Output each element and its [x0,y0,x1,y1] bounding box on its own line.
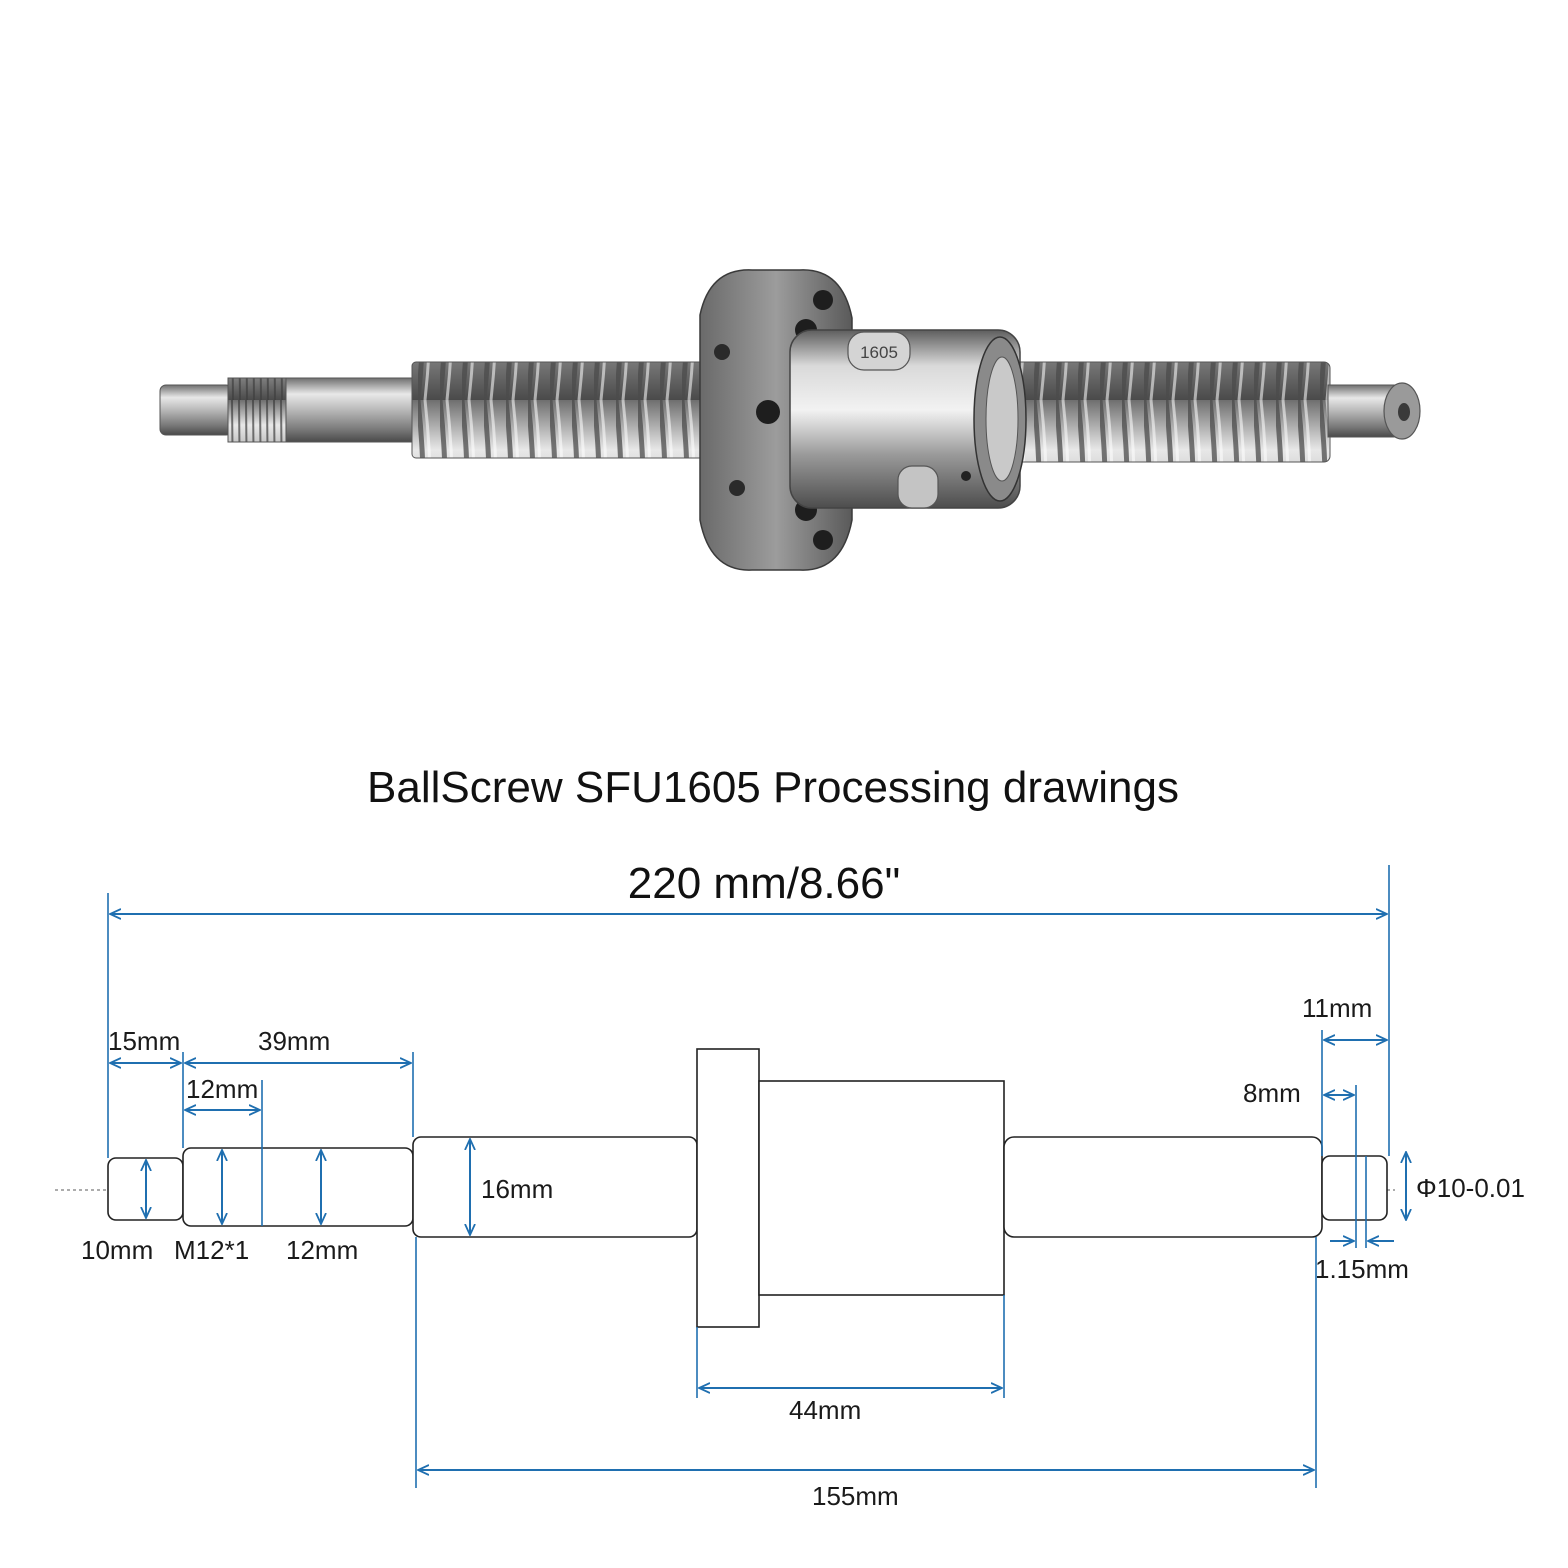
flange-hole [813,530,833,550]
label-44mm: 44mm [789,1395,861,1425]
left-shoulder [285,377,417,443]
label-12mm-shoulder: 12mm [286,1235,358,1265]
left-journal [159,384,233,436]
label-39mm: 39mm [258,1026,330,1056]
drawing-outline [107,1048,1388,1328]
return-tube-bottom [897,465,939,509]
label-groove-width: 1.15mm [1315,1254,1409,1284]
extension-lines [107,865,1390,1488]
nut-end-seal [985,356,1019,482]
label-10mm: 10mm [81,1235,153,1265]
screw-right-outline [1003,1136,1323,1238]
label-11mm: 11mm [1302,993,1372,1023]
left-thread [227,377,289,443]
label-16mm: 16mm [481,1174,553,1204]
center-hole [1398,403,1410,421]
label-phi10: Φ10-0.01 [1416,1173,1525,1203]
screw-thread-right [979,361,1331,463]
dimension-lines [110,914,1406,1470]
flange-outline [696,1048,760,1328]
label-m12: M12*1 [174,1235,249,1265]
ballscrew-illustration: 1605 [159,269,1421,571]
flange-hole [813,290,833,310]
label-12mm-thread: 12mm [186,1074,258,1104]
screw-left-outline [412,1136,698,1238]
screw-thread-left [411,361,713,459]
nut-marking: 1605 [860,343,898,362]
grease-hole [961,471,971,481]
flange-hole [729,480,745,496]
nut-body-outline [758,1080,1005,1296]
label-15mm: 15mm [108,1026,180,1056]
flange-hole [714,344,730,360]
label-8mm: 8mm [1243,1078,1301,1108]
thread-outline [182,1147,414,1227]
label-155mm: 155mm [812,1481,899,1511]
flange-hole [756,400,780,424]
return-tube-top [847,331,911,371]
drawing-title: BallScrew SFU1605 Processing drawings [367,763,1179,812]
dimension-labels: 15mm 39mm 12mm 10mm M12*1 12mm 16mm 44mm… [81,993,1525,1511]
right-end-outline [1321,1155,1388,1221]
overall-length-label: 220 mm/8.66" [628,859,900,908]
